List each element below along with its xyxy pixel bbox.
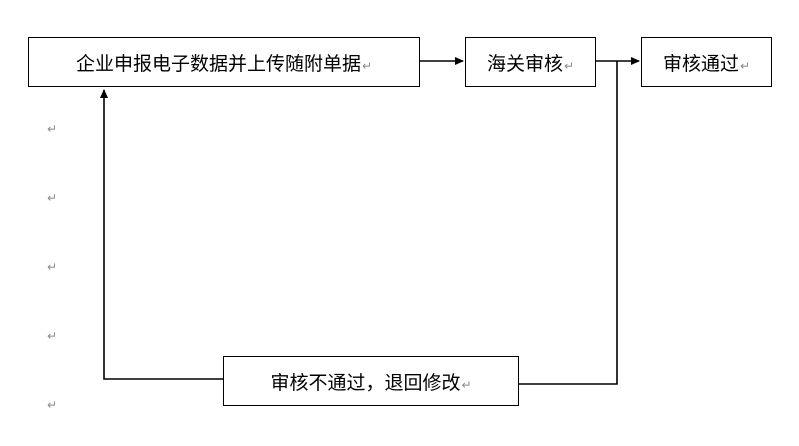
node-submit-label: 企业申报电子数据并上传随附单据 <box>75 52 361 75</box>
line-review-to-rejected <box>519 61 618 385</box>
node-review-label: 海关审核 <box>486 52 563 75</box>
node-approved-label: 审核通过 <box>662 52 739 75</box>
paragraph-mark-icon: ↵ <box>563 59 575 73</box>
paragraph-mark-icon: ↵ <box>739 59 751 73</box>
paragraph-mark-icon: ↵ <box>47 329 58 343</box>
node-rejected-label: 审核不通过，退回修改 <box>270 371 461 394</box>
node-review: 海关审核↵ <box>465 37 596 87</box>
paragraph-mark-icon: ↵ <box>361 59 373 73</box>
paragraph-mark-icon: ↵ <box>47 122 58 136</box>
paragraph-mark-icon: ↵ <box>47 260 58 274</box>
paragraph-mark-icon: ↵ <box>47 398 58 412</box>
paragraph-mark-icon: ↵ <box>461 378 472 392</box>
node-submit: 企业申报电子数据并上传随附单据↵ <box>28 37 420 87</box>
arrow-rejected-to-submit <box>100 89 223 380</box>
node-rejected: 审核不通过，退回修改↵ <box>223 356 519 406</box>
node-approved: 审核通过↵ <box>641 37 772 87</box>
paragraph-mark-icon: ↵ <box>47 191 58 205</box>
